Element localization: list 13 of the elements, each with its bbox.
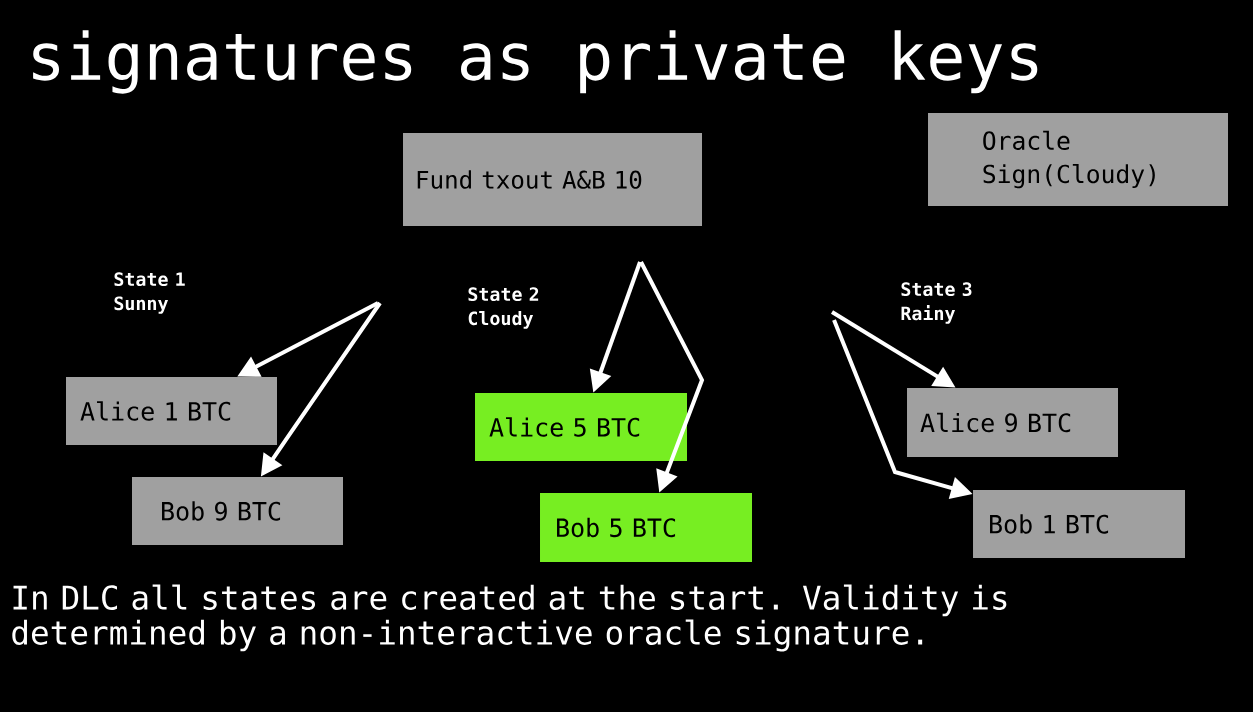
text-box: Bob 5 BTC: [540, 493, 752, 562]
text-box: Bob 9 BTC: [132, 477, 343, 545]
title: signatures as private keys: [33, 30, 1038, 94]
caption: In DLC all states are created at the start. Validity is determined by a non-interactive oracle signature.: [12, 584, 1007, 652]
text-box: Oracle Sign(Cloudy): [928, 113, 1228, 206]
text-box: Alice 1 BTC: [66, 377, 277, 445]
text-box: Alice 9 BTC: [907, 388, 1118, 457]
text-box: Fund txout A&B 10: [403, 133, 702, 226]
text-box: Alice 5 BTC: [475, 393, 687, 461]
state-label: State 2 Cloudy: [468, 287, 539, 329]
state-label: State 3 Rainy: [901, 282, 972, 324]
text-box: Bob 1 BTC: [973, 490, 1185, 558]
state-label: State 1 Sunny: [114, 272, 185, 314]
